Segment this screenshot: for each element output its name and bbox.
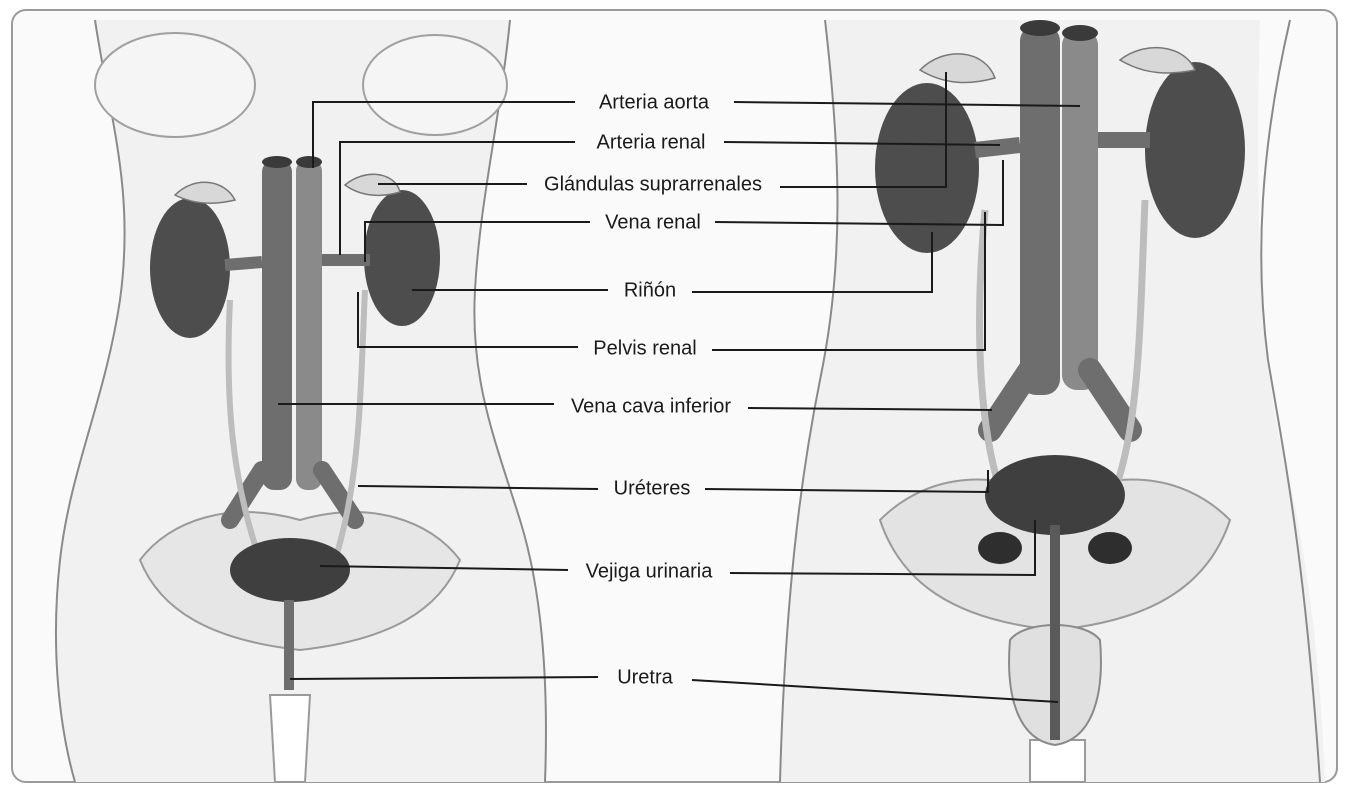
label-arteria-renal: Arteria renal bbox=[597, 131, 706, 153]
male-legs-gap bbox=[1030, 740, 1085, 782]
male-seminal-vesicle-left bbox=[978, 532, 1022, 564]
female-kidney-right bbox=[364, 190, 440, 326]
female-legs-gap bbox=[270, 695, 310, 782]
male-aorta-top bbox=[1062, 25, 1098, 41]
male-vena-cava-top bbox=[1020, 20, 1060, 36]
label-vejiga-urinaria: Vejiga urinaria bbox=[586, 560, 714, 582]
label-uretra: Uretra bbox=[617, 666, 673, 688]
female-vena-cava-top bbox=[262, 156, 292, 168]
label-vena-renal: Vena renal bbox=[605, 211, 701, 233]
male-figure bbox=[780, 20, 1325, 782]
label-vena-cava-inferior: Vena cava inferior bbox=[571, 395, 731, 417]
female-aorta-top bbox=[296, 156, 322, 168]
male-bladder bbox=[985, 455, 1125, 535]
female-breast-right bbox=[363, 35, 507, 135]
female-bladder bbox=[230, 538, 350, 602]
male-urethra bbox=[1050, 525, 1060, 740]
male-kidney-right bbox=[1145, 62, 1245, 238]
female-breast-left bbox=[95, 33, 255, 137]
female-urethra bbox=[284, 600, 294, 690]
female-vena-cava bbox=[262, 160, 292, 490]
label-glandulas-suprarrenales: Glándulas suprarrenales bbox=[544, 173, 762, 195]
label-ureteres: Uréteres bbox=[614, 477, 691, 499]
female-kidney-left bbox=[150, 198, 230, 338]
male-vena-cava bbox=[1020, 25, 1060, 395]
female-aorta bbox=[296, 160, 322, 490]
male-aorta bbox=[1062, 30, 1098, 390]
label-pelvis-renal: Pelvis renal bbox=[593, 337, 696, 359]
female-figure bbox=[56, 20, 546, 782]
label-rinon: Riñón bbox=[624, 279, 676, 301]
male-kidney-left bbox=[875, 83, 979, 253]
label-arteria-aorta: Arteria aorta bbox=[599, 91, 710, 113]
male-seminal-vesicle-right bbox=[1088, 532, 1132, 564]
